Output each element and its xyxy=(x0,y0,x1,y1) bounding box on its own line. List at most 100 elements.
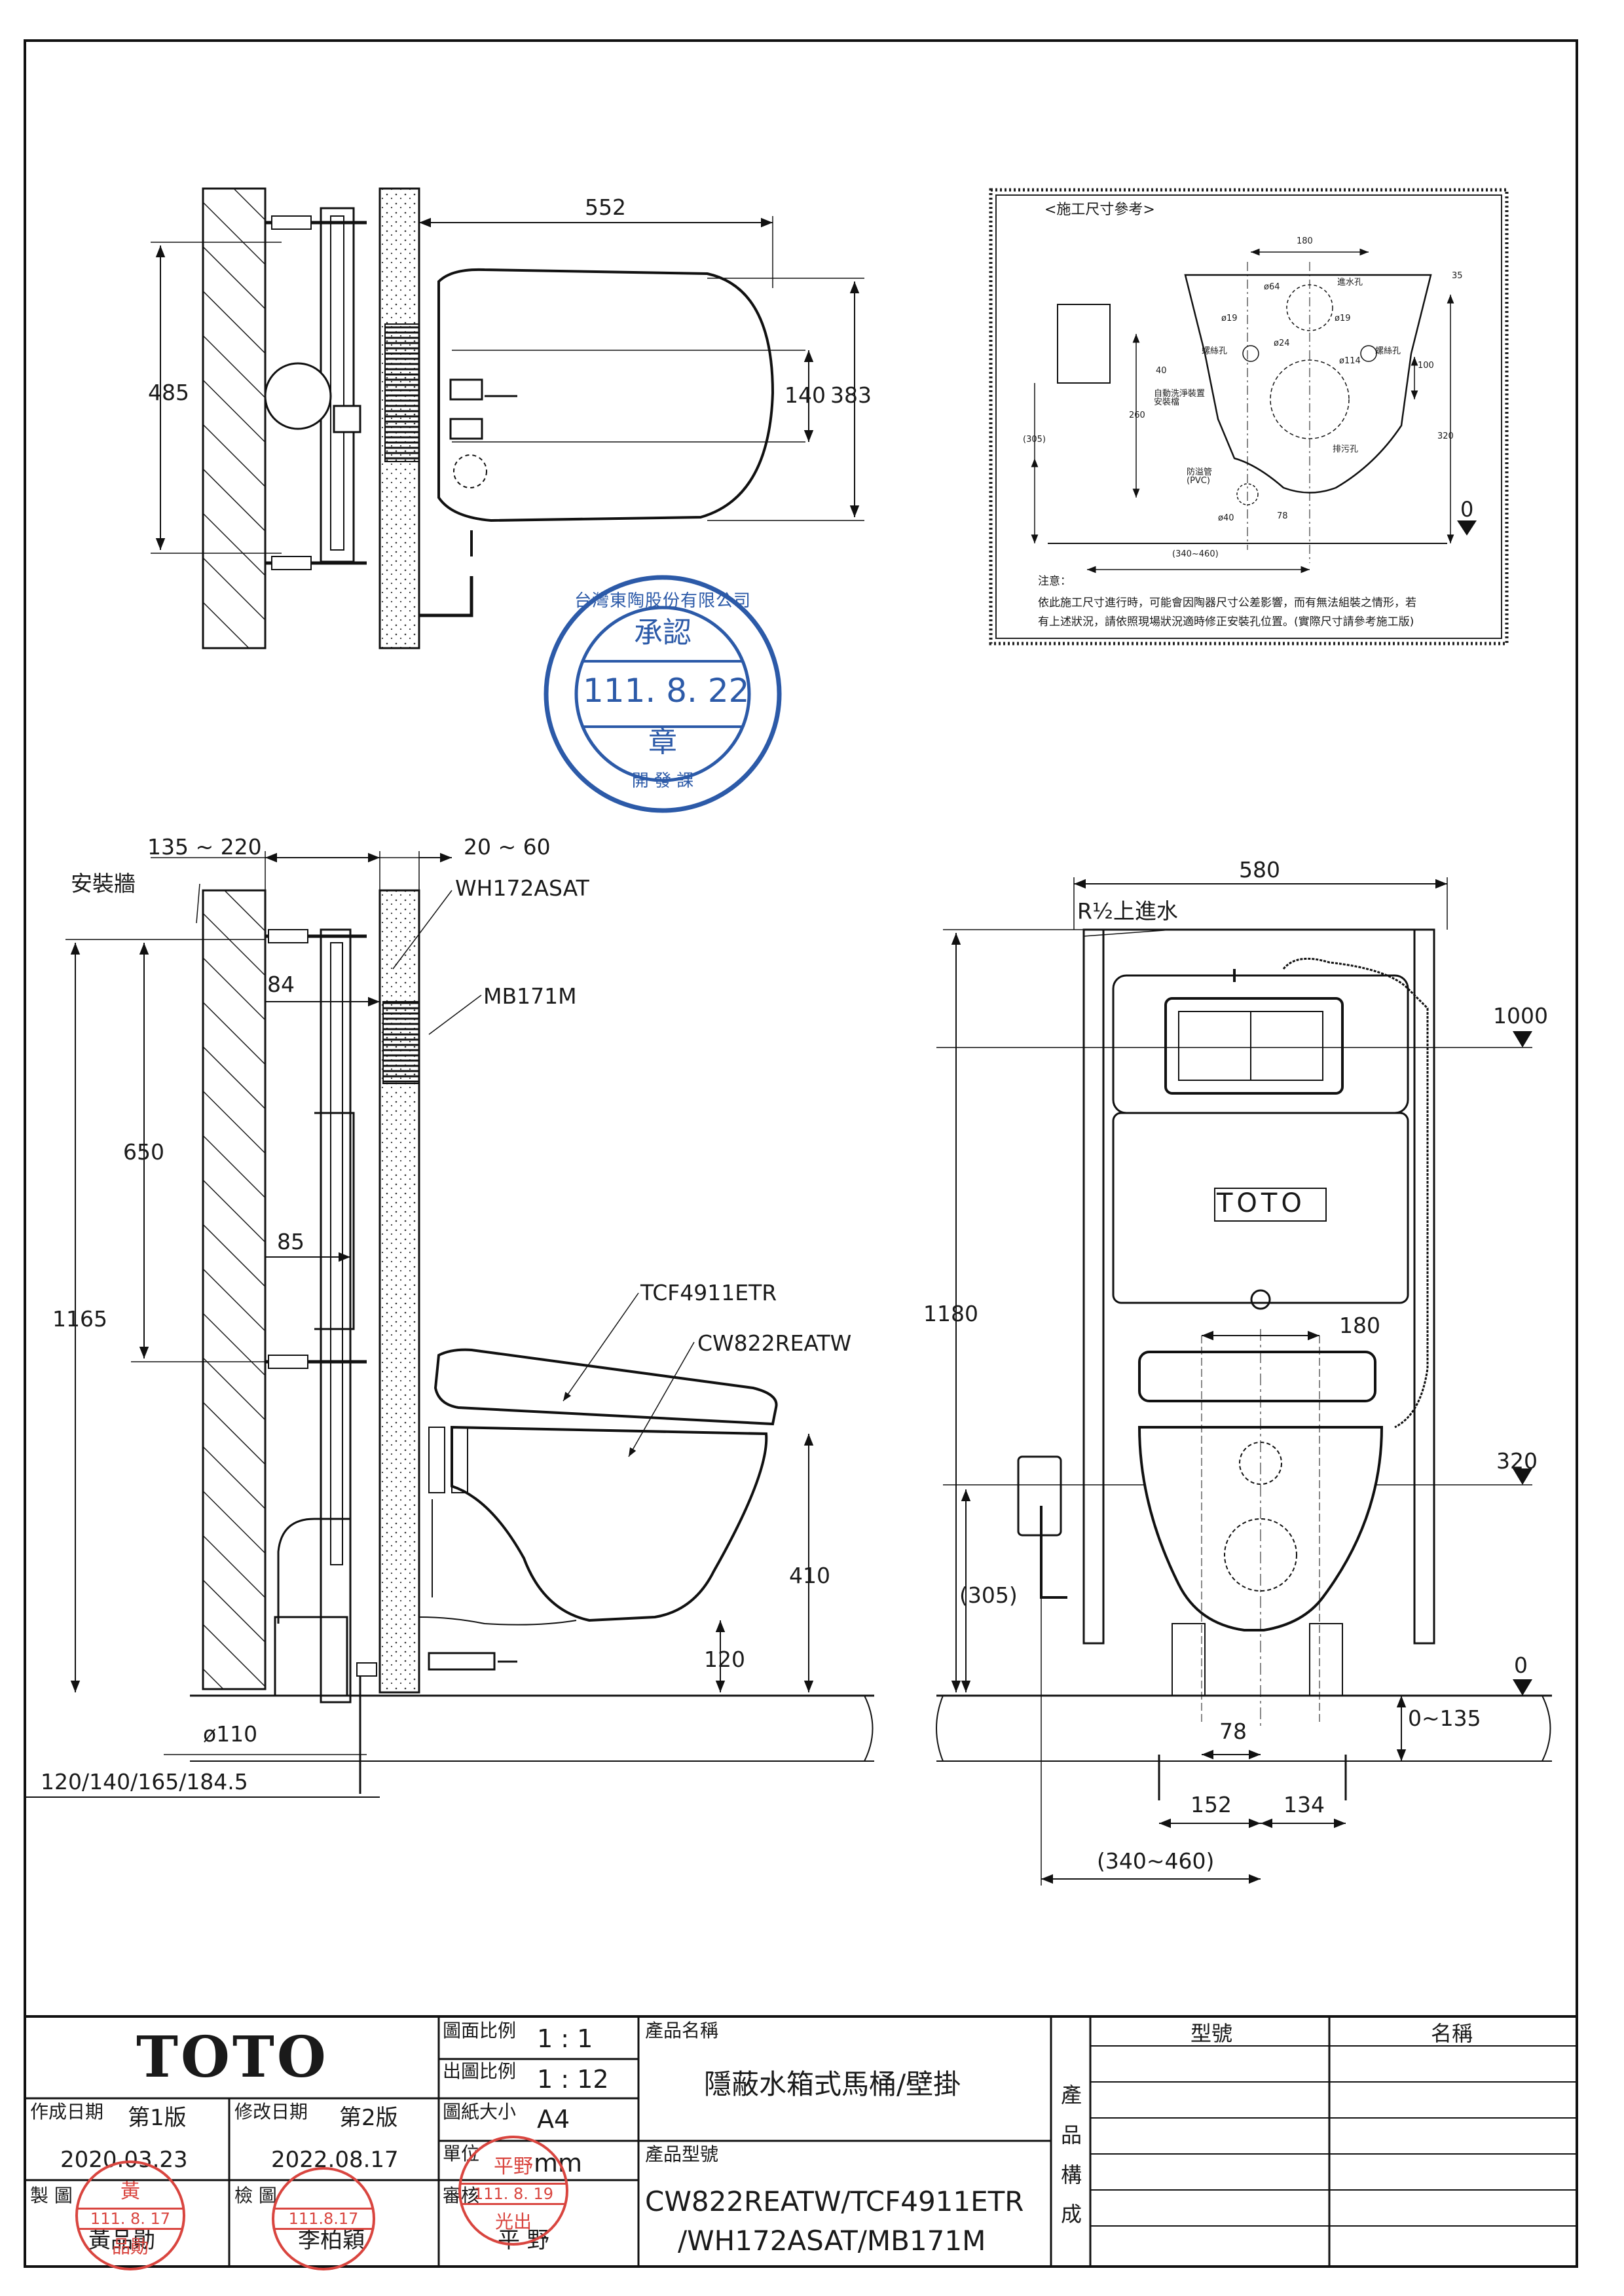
rev-date-label: 修改日期 xyxy=(234,2101,308,2123)
check-label: 檢 圖 xyxy=(234,2185,277,2206)
dim-120: 120 xyxy=(704,1647,745,1672)
ref-d-19b: ø19 xyxy=(1335,314,1351,323)
rev-version: 第2版 xyxy=(339,2105,398,2131)
scale-label: 圖面比例 xyxy=(443,2020,517,2041)
ref-d-78: 78 xyxy=(1277,511,1288,521)
toto-logo: TOTO xyxy=(136,2024,329,2090)
tank-brand-logo: TOTO xyxy=(1217,1188,1306,1218)
dim-78: 78 xyxy=(1219,1719,1247,1744)
dim-1180: 1180 xyxy=(923,1301,978,1326)
product-no-1: CW822REATW/TCF4911ETR xyxy=(645,2185,1024,2217)
ref-note-1: 依此施工尺寸進行時，可能會因陶器尺寸公差影響，而有無法組裝之情形，若 xyxy=(1038,596,1416,610)
dim-383: 383 xyxy=(830,382,872,408)
dim-135-220: 135 ~ 220 xyxy=(147,834,262,860)
drawn-stamp-date: 111. 8. 17 xyxy=(78,2208,183,2230)
col-name: 名稱 xyxy=(1431,2021,1473,2046)
product-name: 隱蔽水箱式馬桶/壁掛 xyxy=(704,2068,961,2100)
review-stamp-date: 111. 8. 19 xyxy=(461,2183,566,2205)
label-water-inlet: R½上進水 xyxy=(1077,898,1178,924)
reference-box xyxy=(989,188,1509,646)
dim-485: 485 xyxy=(148,380,189,405)
dim-120-list: 120/140/165/184.5 xyxy=(41,1769,248,1795)
ref-label-drain: 排污孔 xyxy=(1333,445,1359,454)
col-model: 型號 xyxy=(1190,2021,1233,2046)
ref-d-180: 180 xyxy=(1297,236,1313,246)
product-no-label: 產品型號 xyxy=(645,2143,719,2165)
ref-label-elec: 自動洗淨裝置 安裝檔 xyxy=(1154,389,1206,407)
dim-84: 84 xyxy=(267,972,295,997)
front-view xyxy=(936,877,1552,1886)
paper-value: A4 xyxy=(537,2105,570,2134)
dim-zero: 0 xyxy=(1514,1652,1528,1678)
ref-label-bolt1: 螺絲孔 xyxy=(1202,346,1228,356)
dim-1000: 1000 xyxy=(1493,1003,1548,1029)
made-date-label: 作成日期 xyxy=(30,2101,104,2123)
ref-d-320: 320 xyxy=(1437,431,1454,441)
dim-650: 650 xyxy=(123,1139,164,1165)
review-stamp: 平野 111. 8. 19 光出 xyxy=(458,2136,568,2246)
ref-label-bolt2: 螺絲孔 xyxy=(1375,346,1401,356)
label-wh172asat: WH172ASAT xyxy=(455,875,589,901)
ref-d-40: 40 xyxy=(1156,366,1167,376)
approval-stamp-dept: 開 發 課 xyxy=(631,771,694,791)
paper-label: 圖紙大小 xyxy=(443,2101,517,2123)
dim-85: 85 xyxy=(277,1229,304,1254)
approval-stamp-ring: 台灣東陶股份有限公司 xyxy=(574,591,751,611)
label-cw822reatw: CW822REATW xyxy=(697,1330,852,1356)
dim-1165: 1165 xyxy=(52,1306,107,1332)
check-stamp: 111.8.17 xyxy=(272,2167,375,2270)
approval-stamp-graphic xyxy=(544,575,782,813)
dim-d110: ø110 xyxy=(203,1721,258,1747)
print-scale-value: 1 : 12 xyxy=(537,2065,609,2094)
ref-d-340: (340~460) xyxy=(1172,549,1219,559)
drawn-stamp-bottom: 品勛 xyxy=(111,2236,149,2257)
dim-152: 152 xyxy=(1190,1792,1232,1817)
ref-label-inlet: 進水孔 xyxy=(1337,278,1363,287)
label-mb171m: MB171M xyxy=(483,983,577,1009)
dim-552: 552 xyxy=(585,194,626,220)
ref-d-305: (305) xyxy=(1023,435,1046,445)
rev-date: 2022.08.17 xyxy=(271,2147,399,2173)
label-tcf4911etr: TCF4911ETR xyxy=(640,1280,777,1305)
ref-zero: 0 xyxy=(1460,497,1474,522)
drawn-label: 製 圖 xyxy=(30,2185,73,2206)
ref-d-260: 260 xyxy=(1129,410,1145,420)
label-install-wall: 安裝牆 xyxy=(71,871,136,896)
dim-340-460: (340~460) xyxy=(1097,1848,1215,1874)
ref-note-2: 有上述狀況，請依照現場狀況適時修正安裝孔位置。(實際尺寸請參考施工版) xyxy=(1038,615,1414,629)
scale-value: 1 : 1 xyxy=(537,2024,593,2053)
wall-hatch-main xyxy=(202,889,267,1690)
dim-305: (305) xyxy=(959,1582,1018,1608)
side-view-main xyxy=(26,851,874,1798)
side-view-top xyxy=(151,187,864,649)
ref-d-114: ø114 xyxy=(1339,356,1361,366)
product-name-label: 產品名稱 xyxy=(645,2020,719,2041)
review-stamp-top: 平野 xyxy=(494,2155,533,2178)
ref-d-35: 35 xyxy=(1452,271,1463,281)
drawn-stamp: 黃 111. 8. 17 品勛 xyxy=(75,2160,185,2270)
dim-0-135: 0~135 xyxy=(1408,1705,1481,1731)
ref-d-64: ø64 xyxy=(1264,282,1280,292)
review-stamp-bottom: 光出 xyxy=(494,2211,532,2232)
print-scale-label: 出圖比例 xyxy=(443,2060,517,2082)
ref-label-wp: 防溢管 (PVC) xyxy=(1187,467,1213,486)
composition-label: 產品構成 xyxy=(1061,2083,1082,2227)
dim-140: 140 xyxy=(784,382,826,408)
ref-d-24: ø24 xyxy=(1274,338,1290,348)
approval-stamp-date: 111. 8. 22 xyxy=(583,672,750,710)
approval-stamp-seal: 章 xyxy=(648,725,677,759)
dim-20-60: 20 ~ 60 xyxy=(464,834,551,860)
ref-box-title: <施工尺寸參考> xyxy=(1044,202,1155,218)
ref-d-100: 100 xyxy=(1418,361,1434,371)
ref-note-head: 注意： xyxy=(1038,575,1071,588)
approval-stamp-approve: 承認 xyxy=(634,616,692,649)
ref-d-40b: ø40 xyxy=(1218,513,1234,523)
dim-580: 580 xyxy=(1239,857,1280,883)
dim-180: 180 xyxy=(1339,1313,1380,1338)
made-version: 第1版 xyxy=(128,2105,187,2131)
wall-hatch xyxy=(202,187,267,649)
dim-410: 410 xyxy=(789,1563,830,1588)
dim-134: 134 xyxy=(1283,1792,1325,1817)
dim-320: 320 xyxy=(1496,1448,1538,1474)
